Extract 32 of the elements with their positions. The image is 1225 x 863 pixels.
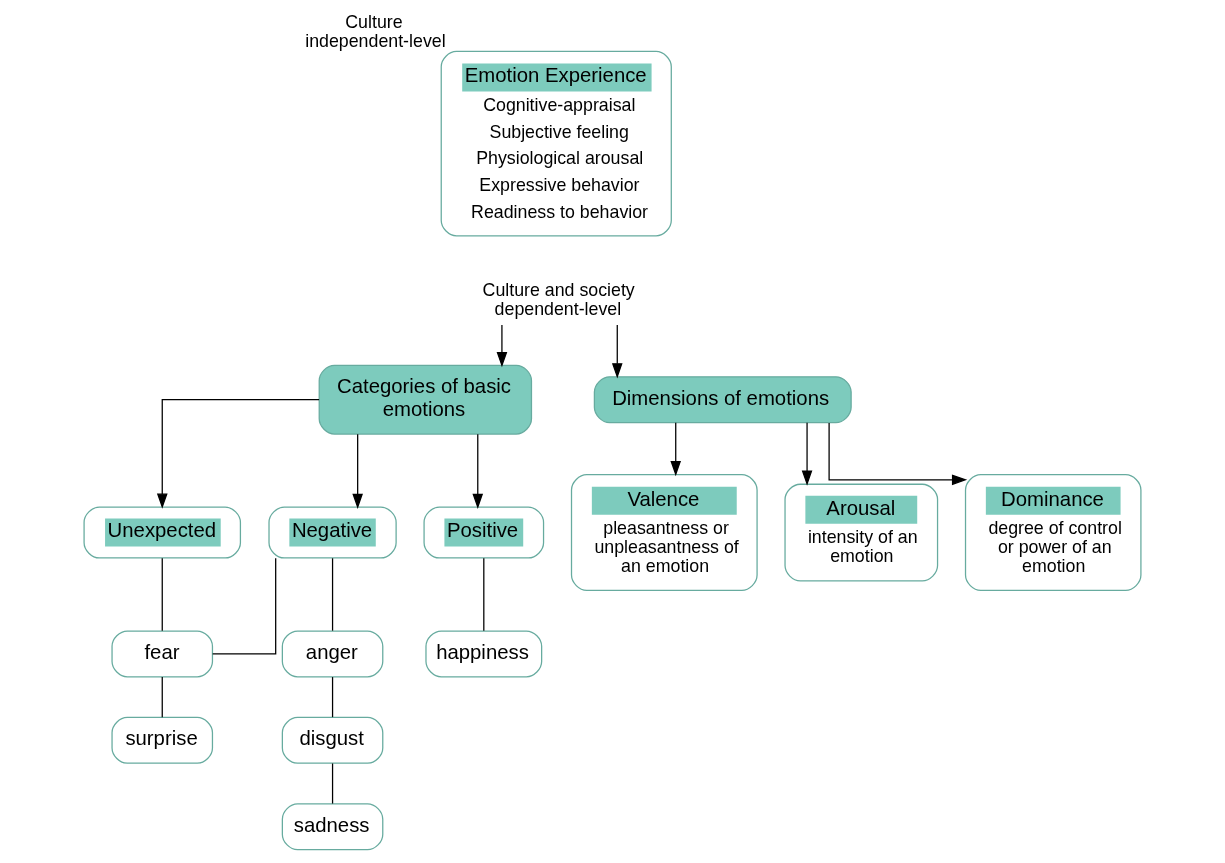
node-box: surprise bbox=[111, 716, 214, 764]
node-box: Positive bbox=[423, 506, 545, 559]
arrow bbox=[801, 422, 813, 486]
arrow bbox=[496, 324, 508, 368]
arrow bbox=[352, 433, 363, 509]
node-text: Culture and society dependent-level bbox=[482, 279, 635, 319]
node-box: Arousal intensity of an emotion bbox=[784, 483, 939, 582]
node-box: disgust bbox=[281, 716, 384, 764]
node-box: fear bbox=[111, 630, 214, 678]
node-box: Categories of basic emotions bbox=[318, 364, 533, 435]
node-box: Dominance degree of control or power of an emotion bbox=[964, 474, 1142, 591]
arrow bbox=[828, 422, 968, 486]
node-box: anger bbox=[281, 630, 384, 678]
connector bbox=[161, 557, 163, 632]
arrow bbox=[156, 399, 320, 509]
arrow bbox=[611, 324, 623, 379]
connector bbox=[212, 557, 277, 655]
node-box: happiness bbox=[425, 630, 543, 678]
node-label: Culture independent-level bbox=[305, 11, 446, 51]
node-box: sadness bbox=[281, 803, 384, 851]
connector bbox=[331, 676, 334, 718]
node-box: Emotion Experience Cognitive-appraisal Subjective feeling Physiological arousal Expressive behavior Readiness to behavior bbox=[440, 50, 672, 237]
connector bbox=[483, 557, 485, 632]
connector bbox=[331, 557, 334, 632]
arrow bbox=[670, 422, 682, 477]
connector bbox=[331, 762, 334, 805]
node-box: Dimensions of emotions bbox=[593, 376, 852, 424]
node-box: Negative bbox=[268, 506, 397, 559]
node-box: Unexpected bbox=[83, 506, 242, 559]
connector bbox=[161, 676, 163, 718]
node-box: Valence pleasantness or unpleasantness of an emotion bbox=[570, 474, 758, 591]
arrow bbox=[472, 433, 484, 509]
